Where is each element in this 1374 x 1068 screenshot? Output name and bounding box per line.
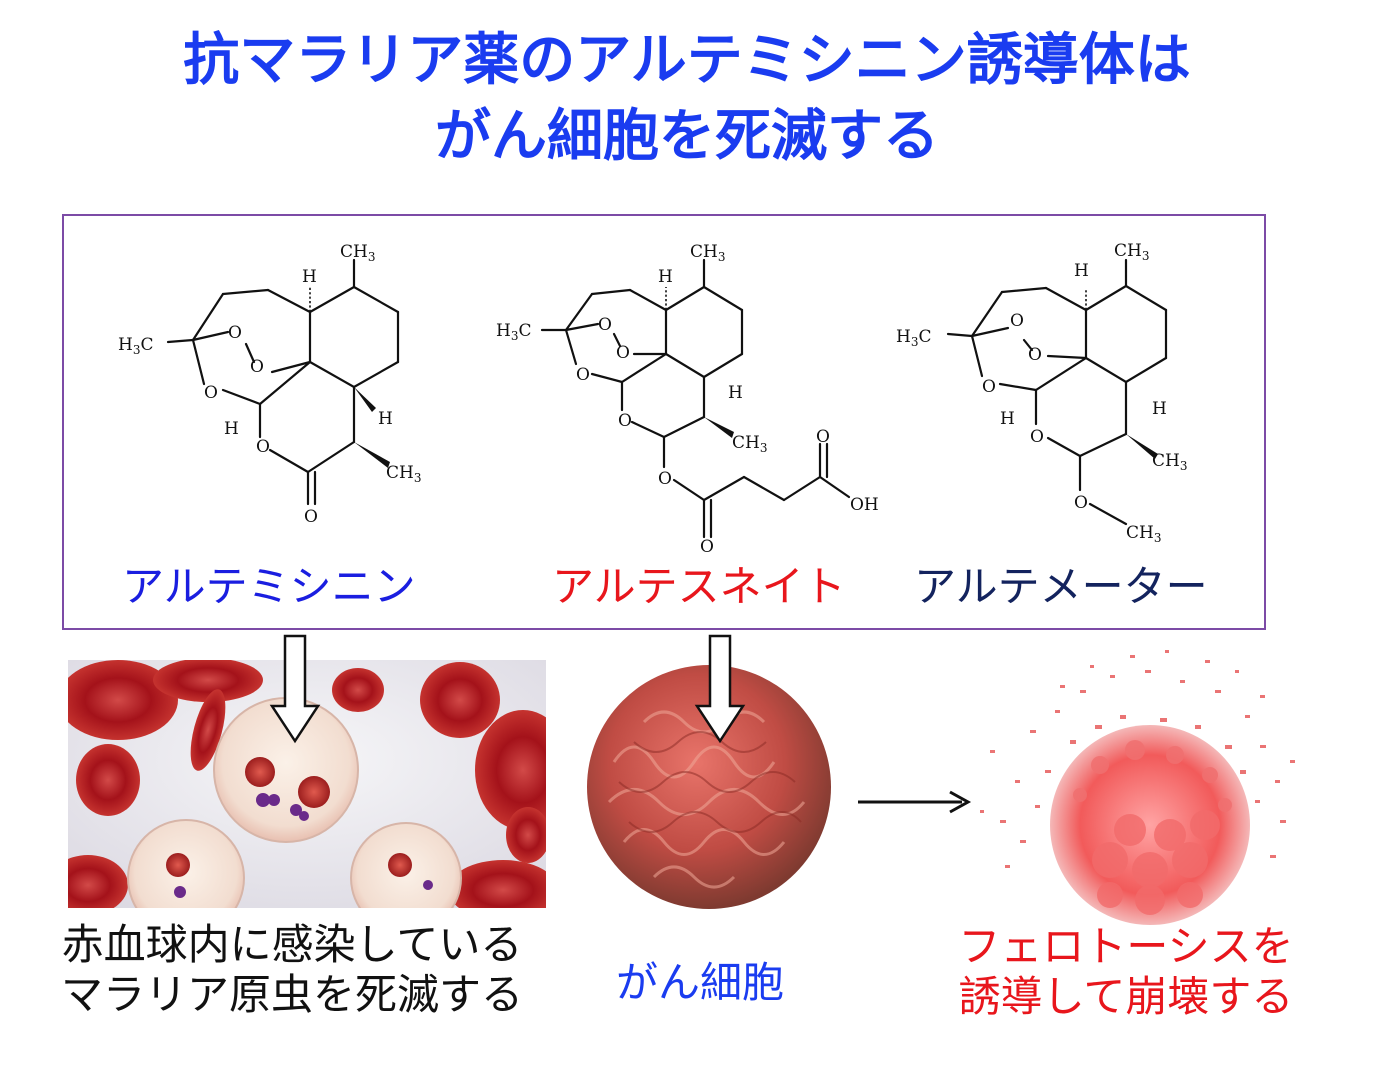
artesunate-structure: CH3 H H3C O O O H O CH3 O O O OH	[496, 242, 879, 557]
rbc	[190, 689, 226, 771]
artemisinin-label: O	[256, 437, 270, 457]
parasite	[166, 853, 190, 877]
page-title-line1: 抗マラリア薬のアルテミシニン誘導体は	[183, 28, 1191, 93]
artemether-bonds	[946, 258, 1168, 526]
artemisinin-wedge-h	[354, 387, 376, 412]
artemisinin-label: H	[224, 419, 239, 439]
caption-malaria-line2: マラリア原虫を死滅する	[60, 970, 523, 1019]
artemisinin-label: O	[250, 357, 264, 377]
artemisinin-label: O	[304, 507, 318, 527]
artemisinin-label: CH3	[340, 242, 375, 264]
artemisinin-structure: CH3 H H3C O O O H O H CH3 O	[118, 242, 421, 527]
artemether-label: O	[1074, 493, 1088, 513]
caption-ferroptosis-line1: フェロトーシスを	[958, 922, 1294, 971]
artesunate-bonds	[540, 258, 851, 539]
artemether-label: CH3	[1152, 451, 1187, 473]
artesunate-label: O	[618, 411, 632, 431]
right-arrow	[858, 790, 972, 814]
page-title-line2: がん細胞を死滅する	[435, 104, 939, 169]
down-arrow-artesunate	[694, 634, 746, 744]
caption-cancer: がん細胞	[615, 958, 784, 1007]
artesunate-label: O	[658, 469, 672, 489]
artesunate-wedge-ch3	[704, 417, 734, 438]
molecule-name-artesunate: アルテスネイト	[552, 562, 846, 611]
artemisinin-label: CH3	[386, 463, 421, 485]
artemether-label: H	[1000, 409, 1015, 429]
artesunate-label: CH3	[732, 433, 767, 455]
caption-malaria-line1: 赤血球内に感染している	[61, 920, 523, 969]
artemisinin-label: H3C	[118, 335, 153, 357]
molecule-name-artemether: アルテメーター	[914, 562, 1208, 611]
parasite	[388, 853, 412, 877]
fragments	[980, 650, 1295, 868]
artesunate-label: H	[728, 383, 743, 403]
artemisinin-label: O	[228, 323, 242, 343]
artesunate-label: O	[700, 537, 714, 557]
cancer-cell-image	[587, 665, 831, 909]
caption-malaria: 赤血球内に感染している マラリア原虫を死滅する	[22, 920, 562, 1020]
caption-ferroptosis: フェロトーシスを 誘導して崩壊する	[926, 922, 1326, 1022]
artemether-structure: CH3 H H3C O O O H H O CH3 O CH3	[896, 241, 1187, 545]
artemether-label: O	[1028, 345, 1042, 365]
artesunate-label: OH	[850, 495, 879, 515]
artesunate-label: O	[598, 315, 612, 335]
rbc	[448, 860, 546, 908]
artemisinin-bonds	[166, 258, 400, 506]
artesunate-label: H	[658, 267, 673, 287]
artemether-label: O	[1030, 427, 1044, 447]
cell-lobes	[1092, 810, 1220, 915]
rbc	[506, 807, 546, 863]
artesunate-label: CH3	[690, 242, 725, 264]
artemisinin-wedge-ch3	[354, 442, 390, 468]
rbc	[153, 660, 263, 702]
ferroptosis-cell-image	[980, 650, 1295, 925]
rbc	[68, 660, 178, 740]
artemether-label: H3C	[896, 327, 931, 349]
rbc	[68, 855, 128, 908]
artemether-label: CH3	[1114, 241, 1149, 263]
parasite	[298, 776, 330, 808]
artemether-label: O	[982, 377, 996, 397]
artemisinin-label: H	[378, 409, 393, 429]
rbc	[76, 744, 140, 816]
artesunate-label: O	[816, 427, 830, 447]
caption-ferroptosis-line2: 誘導して崩壊する	[958, 972, 1294, 1021]
rbc	[420, 662, 500, 738]
artemether-label: O	[1010, 311, 1024, 331]
parasite	[245, 757, 275, 787]
artesunate-label: O	[576, 365, 590, 385]
down-arrow-artemisinin	[269, 634, 321, 744]
artemisinin-label: O	[204, 383, 218, 403]
malaria-infected-rbc-image	[68, 660, 546, 908]
rbc	[475, 710, 546, 830]
artemether-label: CH3	[1126, 523, 1161, 545]
artemether-wedge-ch3	[1126, 434, 1158, 459]
structures-box	[62, 214, 1266, 630]
artemisinin-label: H	[302, 267, 317, 287]
artemether-label: H	[1152, 399, 1167, 419]
artemether-label: H	[1074, 261, 1089, 281]
rbc	[332, 668, 384, 712]
molecule-name-artemisinin: アルテミシニン	[122, 562, 416, 611]
artesunate-label: H3C	[496, 321, 531, 343]
artesunate-label: O	[616, 343, 630, 363]
